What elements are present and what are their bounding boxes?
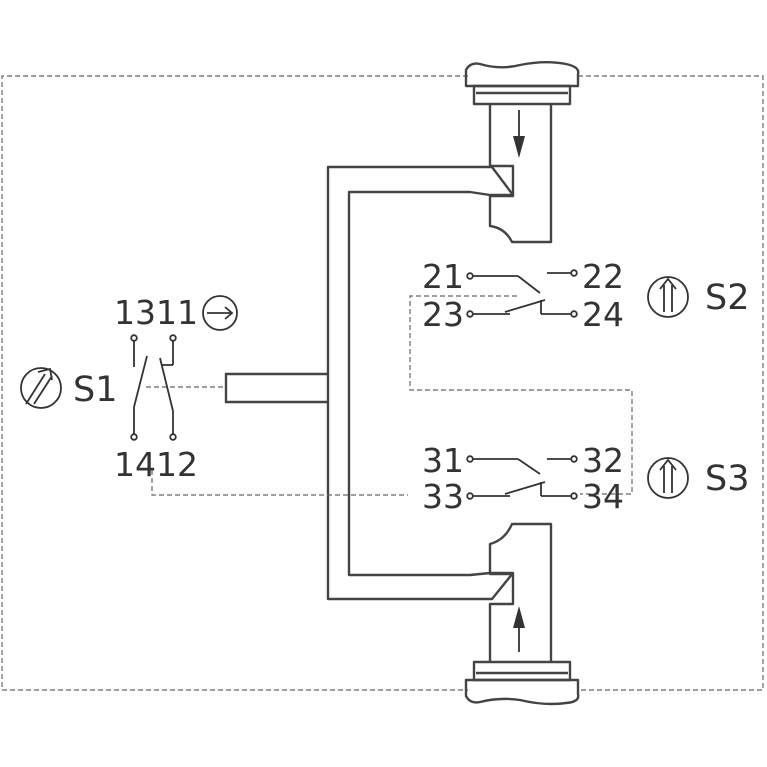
enclosure-outline	[1, 75, 468, 691]
bottom-actuator	[464, 522, 580, 706]
right-arrow-circle-icon	[202, 295, 238, 331]
s1-terminal-14: 14	[114, 445, 156, 484]
top-actuator	[464, 61, 580, 244]
s2-terminal-22: 22	[582, 257, 624, 296]
bottom-up-arrow-head	[513, 606, 525, 628]
up-double-arrow-circle-icon	[647, 276, 689, 318]
s3-terminal-31: 31	[422, 441, 464, 480]
s1-terminal-13: 13	[114, 293, 156, 332]
s2-terminal-24: 24	[582, 295, 624, 334]
actuator-bracket	[326, 165, 515, 601]
s2-terminal-23: 23	[422, 295, 464, 334]
switch-s3-contacts	[466, 455, 578, 500]
mechanical-linkage	[146, 295, 633, 496]
s1-terminal-12: 12	[156, 445, 198, 484]
switch-s2-contacts	[466, 269, 578, 318]
s3-label: S3	[705, 459, 750, 499]
up-double-arrow-circle-icon	[647, 457, 689, 499]
top-down-arrow-head	[513, 136, 525, 158]
s1-terminal-11: 11	[156, 293, 198, 332]
switch-s1-contacts	[130, 334, 177, 441]
plunger-stem	[224, 372, 328, 404]
s3-terminal-32: 32	[582, 441, 624, 480]
s3-terminal-33: 33	[422, 477, 464, 516]
diagonal-double-arrow-circle-icon	[20, 367, 62, 409]
s2-terminal-21: 21	[422, 257, 464, 296]
s2-label: S2	[705, 278, 750, 318]
s1-label: S1	[73, 370, 118, 410]
enclosure-outline-right	[578, 75, 764, 691]
s3-terminal-34: 34	[582, 477, 624, 516]
